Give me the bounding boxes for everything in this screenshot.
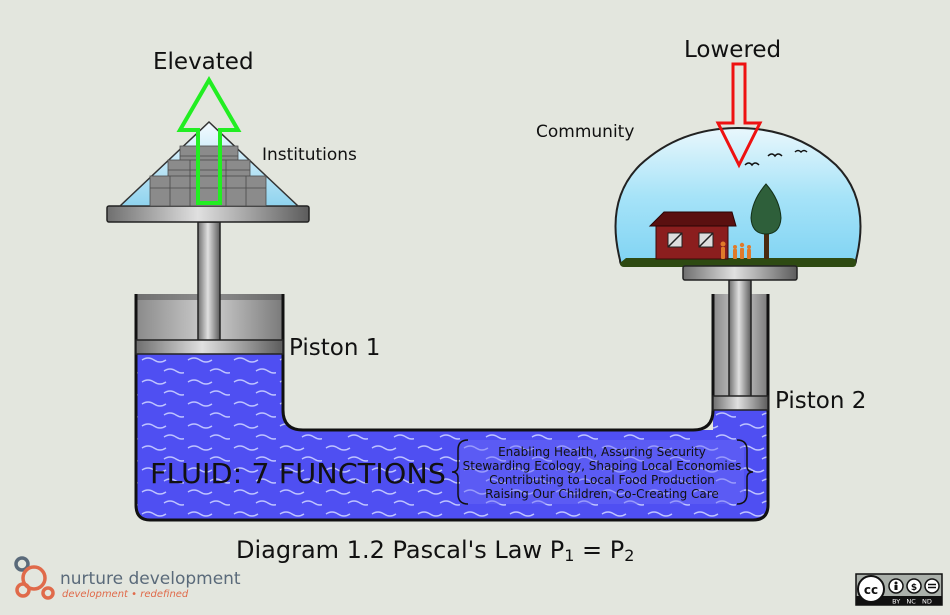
birds-icon [744, 149, 808, 167]
piston-1 [106, 76, 310, 355]
piston-2-label: Piston 2 [775, 388, 866, 414]
logo-name: nurture development [60, 569, 241, 589]
family-icon [720, 241, 751, 259]
functions-box: Enabling Health, Assuring Security Stewa… [451, 439, 754, 505]
svg-text:$: $ [911, 583, 917, 593]
piston-2 [614, 62, 862, 411]
lowered-arrow [715, 62, 763, 169]
community-platform [682, 265, 798, 281]
community-label: Community [536, 122, 634, 142]
tree-icon [750, 183, 782, 259]
institutions-buildings [149, 145, 267, 207]
right-brace [736, 439, 754, 505]
piston-1-label: Piston 1 [289, 335, 380, 361]
piston-1-head [135, 339, 284, 355]
community-dome [614, 126, 862, 267]
fluid-label: FLUID: 7 FUNCTIONS [150, 457, 446, 490]
nurture-development-logo: nurture development development • redefi… [14, 556, 241, 600]
cc-icon [857, 575, 885, 603]
piston-1-rod [197, 221, 221, 343]
diagram-caption: Diagram 1.2 Pascal's Law P1 = P2 [236, 536, 634, 565]
piston-2-head [712, 395, 769, 411]
house-icon [648, 211, 737, 260]
elevated-arrow [176, 76, 242, 205]
logo-icon [14, 556, 55, 600]
cc-badge-text: BY NC ND [892, 598, 932, 606]
function-line-3: Contributing to Local Food Production [489, 473, 715, 487]
function-line-4: Raising Our Children, Co-Creating Care [485, 487, 719, 501]
nd-icon [924, 578, 940, 594]
nc-icon [906, 578, 922, 594]
institutions-label: Institutions [262, 145, 357, 165]
elevated-label: Elevated [153, 49, 254, 75]
function-line-2: Stewarding Ecology, Shaping Local Econom… [463, 459, 742, 473]
function-line-1: Enabling Health, Assuring Security [498, 445, 706, 459]
institutions-platform [106, 205, 310, 223]
piston-2-rod [728, 279, 752, 399]
logo-tagline: development • redefined [62, 589, 189, 600]
cc-license-badge: cc $ BY NC ND [855, 573, 943, 606]
svg-text:cc: cc [864, 583, 878, 597]
lowered-label: Lowered [684, 37, 781, 63]
left-brace [451, 439, 469, 505]
